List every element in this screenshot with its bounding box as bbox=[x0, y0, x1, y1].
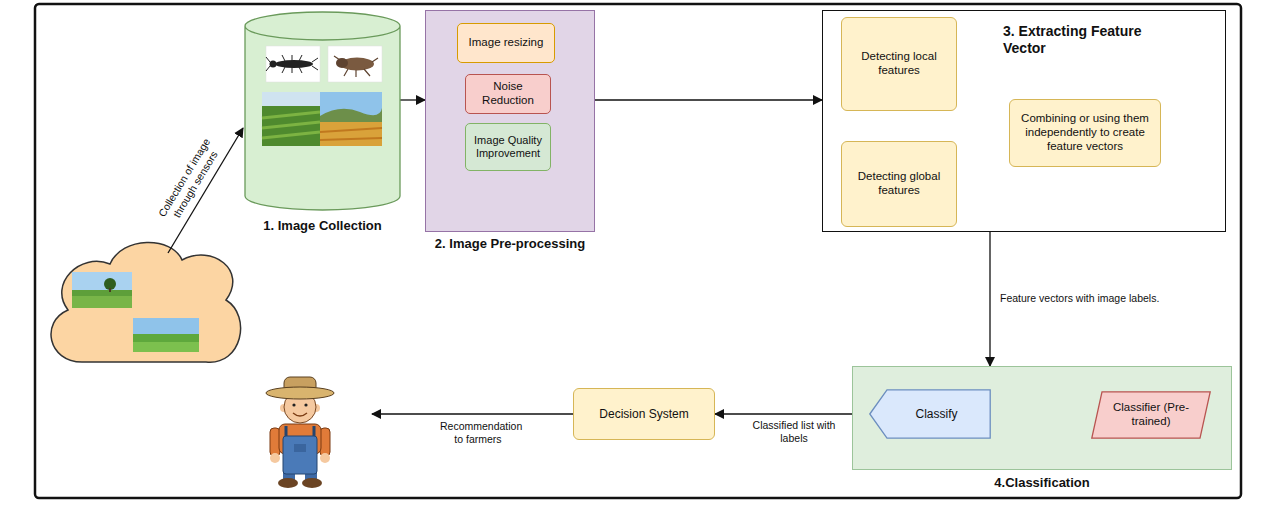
box-text: Image Quality Improvement bbox=[471, 134, 545, 160]
stage-panel: 3. Extracting Feature VectorDetecting lo… bbox=[822, 10, 1226, 232]
field-picture bbox=[262, 92, 320, 146]
database-cylinder-fill bbox=[245, 12, 400, 210]
stage-heading: 2. Image Pre-processing bbox=[435, 236, 585, 252]
outer-frame bbox=[35, 4, 1241, 498]
database-cylinder-fill-part bbox=[245, 12, 400, 210]
connector-arrow bbox=[715, 413, 869, 414]
field-picture-part bbox=[262, 106, 320, 146]
flower-field-picture-part bbox=[320, 92, 382, 146]
sensor-cloud bbox=[51, 242, 241, 362]
edge-label: Feature vectors with image labels. bbox=[998, 292, 1161, 305]
box-text: Decision System bbox=[579, 407, 709, 421]
connector-arrow bbox=[400, 99, 425, 100]
process-box: Noise Reduction bbox=[465, 74, 551, 114]
earwig-picture-part bbox=[266, 46, 320, 82]
database-cylinder-outline bbox=[245, 12, 400, 210]
farmer-figure-part bbox=[270, 453, 280, 463]
earwig-picture bbox=[266, 46, 320, 82]
classify-shape-outline bbox=[870, 390, 990, 438]
mole-cricket-picture-part bbox=[336, 58, 348, 68]
field-picture-part bbox=[262, 112, 320, 138]
farmer-figure-part bbox=[292, 403, 295, 406]
stage-panel: 2. Image Pre-processingImage resizingNoi… bbox=[425, 10, 595, 232]
feature-box: Detecting local features bbox=[841, 17, 957, 111]
earwig-picture-part bbox=[270, 61, 277, 68]
stage-heading: 1. Image Collection bbox=[263, 218, 381, 234]
earwig-picture-part bbox=[275, 60, 313, 68]
farmer-figure-part bbox=[293, 413, 307, 416]
feature-box: Combining or using them independently to… bbox=[1009, 99, 1161, 167]
mole-cricket-picture-part bbox=[328, 46, 382, 82]
farmer-figure-part bbox=[283, 436, 317, 474]
box-text: Noise Reduction bbox=[471, 80, 545, 108]
box-text: Classify bbox=[887, 407, 986, 421]
feature-box: Detecting global features bbox=[841, 141, 957, 227]
mole-cricket-picture bbox=[328, 46, 382, 82]
stage-heading: 4.Classification bbox=[994, 475, 1089, 491]
sensor-cloud-part bbox=[51, 242, 241, 362]
classifier-shape: Classifier (Pre-trained) bbox=[1091, 391, 1211, 439]
recommendation-arrow bbox=[372, 413, 573, 414]
box-text: Image resizing bbox=[463, 36, 549, 50]
decision-box: Decision System bbox=[573, 388, 715, 440]
box-text: Classifier (Pre-trained) bbox=[1103, 401, 1199, 429]
stage-panel: 4.ClassificationClassifyClassifier (Pre-… bbox=[852, 366, 1232, 470]
sensor-cloud-part bbox=[133, 318, 199, 352]
farmer-figure-part bbox=[320, 453, 330, 463]
box-text: Detecting local features bbox=[847, 50, 951, 78]
sensor-cloud-part bbox=[133, 334, 199, 352]
flower-field-picture-part bbox=[320, 108, 382, 146]
farmer-figure bbox=[266, 377, 334, 488]
flower-field-picture-part bbox=[320, 128, 382, 140]
flower-field-picture-part bbox=[320, 122, 382, 146]
connector-arrow bbox=[989, 232, 990, 366]
stage-heading: 3. Extracting Feature Vector bbox=[1003, 23, 1178, 57]
farmer-figure-part bbox=[286, 426, 314, 436]
box-text: Detecting global features bbox=[847, 170, 951, 198]
sensor-cloud-part bbox=[109, 288, 111, 292]
classifier-shape-outline bbox=[1092, 392, 1210, 438]
sensor-cloud-part bbox=[72, 272, 132, 308]
earwig-picture-part bbox=[266, 55, 318, 73]
sensor-cloud-part bbox=[72, 290, 132, 308]
farmer-figure-part bbox=[266, 387, 334, 399]
farmer-figure-part bbox=[304, 403, 307, 406]
classify-shape: Classify bbox=[869, 389, 991, 439]
mole-cricket-picture-part bbox=[334, 56, 378, 77]
sensor-cloud-part bbox=[133, 342, 199, 352]
database-cylinder: 1. Image Collection bbox=[245, 12, 400, 210]
farmer-figure-part bbox=[302, 478, 322, 488]
process-box: Image resizing bbox=[457, 23, 555, 63]
farmer-figure-part bbox=[278, 478, 298, 488]
database-cylinder-outline bbox=[245, 12, 400, 210]
edge-label: Classified list with labels bbox=[750, 419, 838, 445]
process-box: Image Quality Improvement bbox=[465, 123, 551, 171]
flower-field-picture bbox=[320, 92, 382, 146]
box-text: Combining or using them independently to… bbox=[1015, 112, 1155, 153]
arrow-label: Collection of image through sensors bbox=[150, 126, 230, 235]
connector-arrow bbox=[595, 99, 822, 100]
field-picture-part bbox=[262, 92, 320, 146]
arrow-label: Recommendation to farmers bbox=[440, 420, 516, 446]
farmer-figure-part bbox=[294, 444, 306, 452]
sensor-cloud-part bbox=[72, 296, 132, 308]
